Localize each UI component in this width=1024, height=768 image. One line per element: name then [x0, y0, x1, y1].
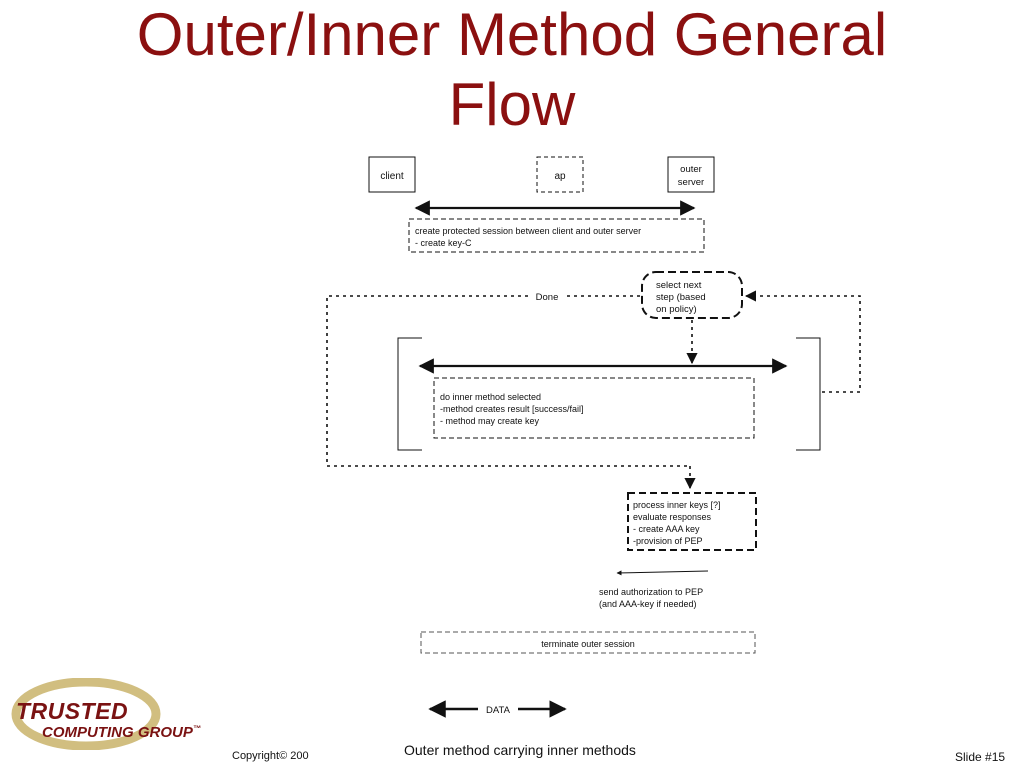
actor-outer-label-1: outer — [680, 164, 702, 175]
select-step-line-3: on policy) — [656, 304, 697, 315]
loop-back-path — [744, 290, 861, 393]
title-line-1: Outer/Inner Method General — [136, 1, 888, 68]
actor-ap-label: ap — [554, 171, 566, 182]
send-auth-line-1: send authorization to PEP — [599, 587, 703, 597]
inner-method-line-2: -method creates result [success/fail] — [440, 404, 584, 414]
send-auth-line-2: (and AAA-key if needed) — [599, 599, 697, 609]
done-path — [326, 295, 690, 467]
logo-swoosh-icon — [11, 678, 161, 750]
actor-outer-server: outer server — [667, 156, 715, 193]
inner-method-box: do inner method selected -method creates… — [433, 377, 755, 439]
done-label-bg — [528, 289, 566, 303]
logo-line-1: TRUSTED — [16, 698, 129, 724]
actor-ap: ap — [536, 156, 584, 193]
slide-caption: Outer method carrying inner methods — [404, 742, 636, 758]
legend-data: DATA — [428, 700, 567, 718]
process-keys-line-4: -provision of PEP — [633, 536, 703, 546]
process-keys-box: process inner keys [?] evaluate response… — [627, 492, 757, 551]
process-keys-line-3: - create AAA key — [633, 524, 700, 534]
protected-session-line-2: - create key-C — [415, 238, 472, 248]
slide-number: Slide #15 — [955, 750, 1006, 764]
send-auth-arrow — [616, 570, 709, 576]
inner-bracket-right — [796, 337, 821, 451]
inner-method-line-1: do inner method selected — [440, 392, 541, 402]
select-step-line-2: step (based — [656, 292, 706, 303]
terminate-label: terminate outer session — [541, 639, 635, 649]
inner-bracket-left — [397, 337, 422, 451]
logo-line-2: COMPUTING GROUP™ — [42, 724, 201, 741]
copyright-text: Copyright© 200 — [232, 750, 309, 762]
slide-title: Outer/Inner Method General Flow — [0, 0, 1024, 140]
logo-tm: ™ — [192, 724, 201, 733]
protected-session-box: create protected session between client … — [408, 218, 705, 253]
tcg-logo: TRUSTED COMPUTING GROUP™ — [8, 678, 208, 750]
actor-client: client — [368, 156, 416, 193]
title-line-2: Flow — [448, 71, 576, 138]
legend-data-label: DATA — [486, 705, 511, 716]
select-step-box: select next step (based on policy) — [641, 271, 743, 319]
inner-method-line-3: - method may create key — [440, 416, 540, 426]
select-step-line-1: select next — [656, 280, 702, 291]
actor-outer-label-2: server — [678, 177, 704, 188]
protected-session-line-1: create protected session between client … — [415, 226, 641, 236]
logo-line-2-text: COMPUTING GROUP — [42, 724, 193, 741]
process-keys-line-1: process inner keys [?] — [633, 500, 721, 510]
done-label: Done — [536, 292, 559, 303]
terminate-box: terminate outer session — [420, 631, 756, 654]
process-keys-line-2: evaluate responses — [633, 512, 712, 522]
actor-client-label: client — [380, 171, 404, 182]
